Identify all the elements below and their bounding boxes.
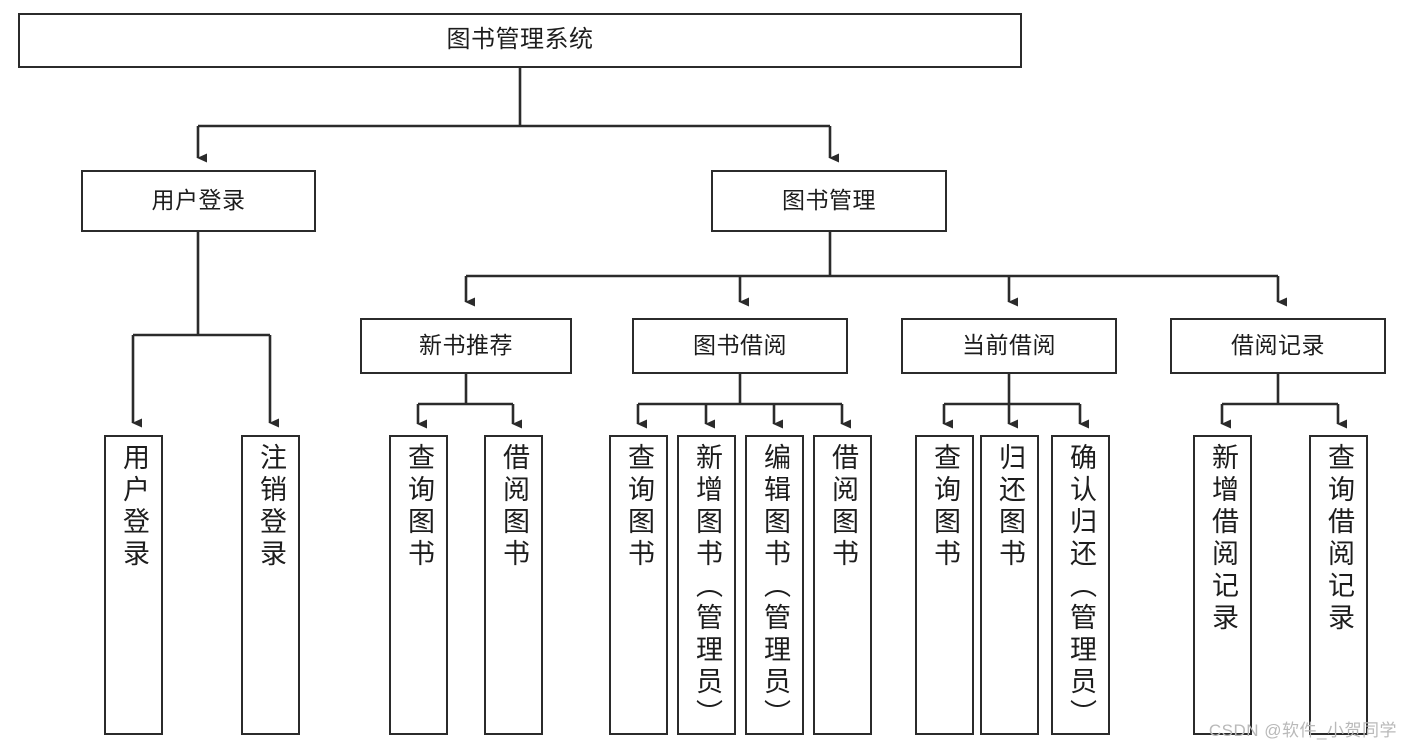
node-label: 新书推荐 — [419, 332, 513, 359]
leaf-logout[interactable]: 注销登录 — [241, 435, 300, 735]
leaf-query-book-borrow[interactable]: 查询图书 — [609, 435, 668, 735]
node-label: 查询图书 — [624, 443, 654, 571]
node-label: 借阅记录 — [1231, 332, 1325, 359]
leaf-confirm-return-admin[interactable]: 确认归还（管理员） — [1051, 435, 1110, 735]
leaf-edit-book-admin[interactable]: 编辑图书（管理员） — [745, 435, 804, 735]
node-label: 查询图书 — [404, 443, 434, 571]
node-book-management[interactable]: 图书管理 — [711, 170, 947, 232]
leaf-user-login[interactable]: 用户登录 — [104, 435, 163, 735]
node-label: 用户登录 — [151, 187, 246, 214]
node-current-borrow[interactable]: 当前借阅 — [901, 318, 1117, 374]
node-label: 借阅图书 — [828, 443, 858, 571]
node-label: 图书管理系统 — [446, 26, 594, 54]
node-user-login[interactable]: 用户登录 — [81, 170, 316, 232]
node-label: 查询借阅记录 — [1324, 443, 1354, 635]
node-label: 用户登录 — [119, 443, 149, 571]
node-label: 查询图书 — [930, 443, 960, 571]
leaf-query-borrow-record[interactable]: 查询借阅记录 — [1309, 435, 1368, 735]
node-new-book-recommend[interactable]: 新书推荐 — [360, 318, 572, 374]
leaf-add-book-admin[interactable]: 新增图书（管理员） — [677, 435, 736, 735]
node-label: 借阅图书 — [499, 443, 529, 571]
leaf-return-book[interactable]: 归还图书 — [980, 435, 1039, 735]
leaf-add-borrow-record[interactable]: 新增借阅记录 — [1193, 435, 1252, 735]
node-label: 图书管理 — [782, 187, 876, 214]
node-label: 新增图书（管理员） — [692, 443, 722, 731]
watermark: CSDN @软件_小贺同学 — [1208, 721, 1397, 740]
leaf-query-book-recommend[interactable]: 查询图书 — [389, 435, 448, 735]
node-borrow-record[interactable]: 借阅记录 — [1170, 318, 1386, 374]
node-label: 新增借阅记录 — [1208, 443, 1238, 635]
leaf-borrow-book-recommend[interactable]: 借阅图书 — [484, 435, 543, 735]
node-label: 当前借阅 — [962, 332, 1056, 359]
node-label: 归还图书 — [995, 443, 1025, 571]
node-book-borrow[interactable]: 图书借阅 — [632, 318, 848, 374]
node-label: 编辑图书（管理员） — [760, 443, 790, 731]
leaf-query-book-current[interactable]: 查询图书 — [915, 435, 974, 735]
node-label: 图书借阅 — [693, 332, 787, 359]
node-label: 确认归还（管理员） — [1066, 443, 1096, 731]
node-label: 注销登录 — [256, 443, 286, 571]
leaf-borrow-book[interactable]: 借阅图书 — [813, 435, 872, 735]
node-root-system[interactable]: 图书管理系统 — [18, 13, 1022, 68]
